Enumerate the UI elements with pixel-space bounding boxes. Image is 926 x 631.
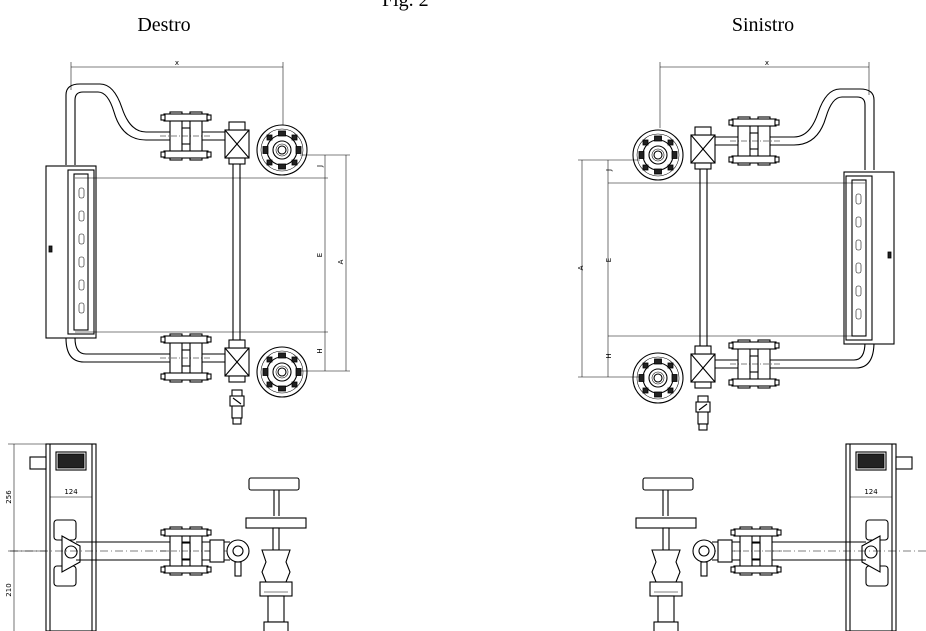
left-side-view: 124 256 210 (5, 443, 307, 631)
dim-x-right: x (765, 59, 769, 67)
dim-j-right: J (605, 169, 613, 172)
dim-h-right: H (605, 353, 613, 358)
figure-title: Fig. 2 (382, 0, 429, 11)
right-top-view: x J E A H (577, 59, 895, 431)
dim-210-left: 210 (5, 583, 13, 596)
dim-e-left: E (316, 253, 324, 257)
dim-256-left: 256 (5, 490, 13, 504)
dim-124-left: 124 (64, 488, 78, 496)
right-view-label: Sinistro (732, 14, 794, 36)
dim-j-left: J (316, 165, 324, 168)
dim-a-right: A (577, 265, 585, 270)
left-view-label: Destro (137, 14, 190, 36)
dim-h-left: H (316, 348, 324, 353)
dim-e-right: E (605, 258, 613, 262)
dim-a-left: A (337, 259, 345, 264)
dim-x-left: x (175, 59, 179, 67)
dim-124-right: 124 (864, 488, 878, 496)
left-top-view: x J E A H (45, 59, 350, 425)
right-side-view: 124 (635, 443, 926, 631)
